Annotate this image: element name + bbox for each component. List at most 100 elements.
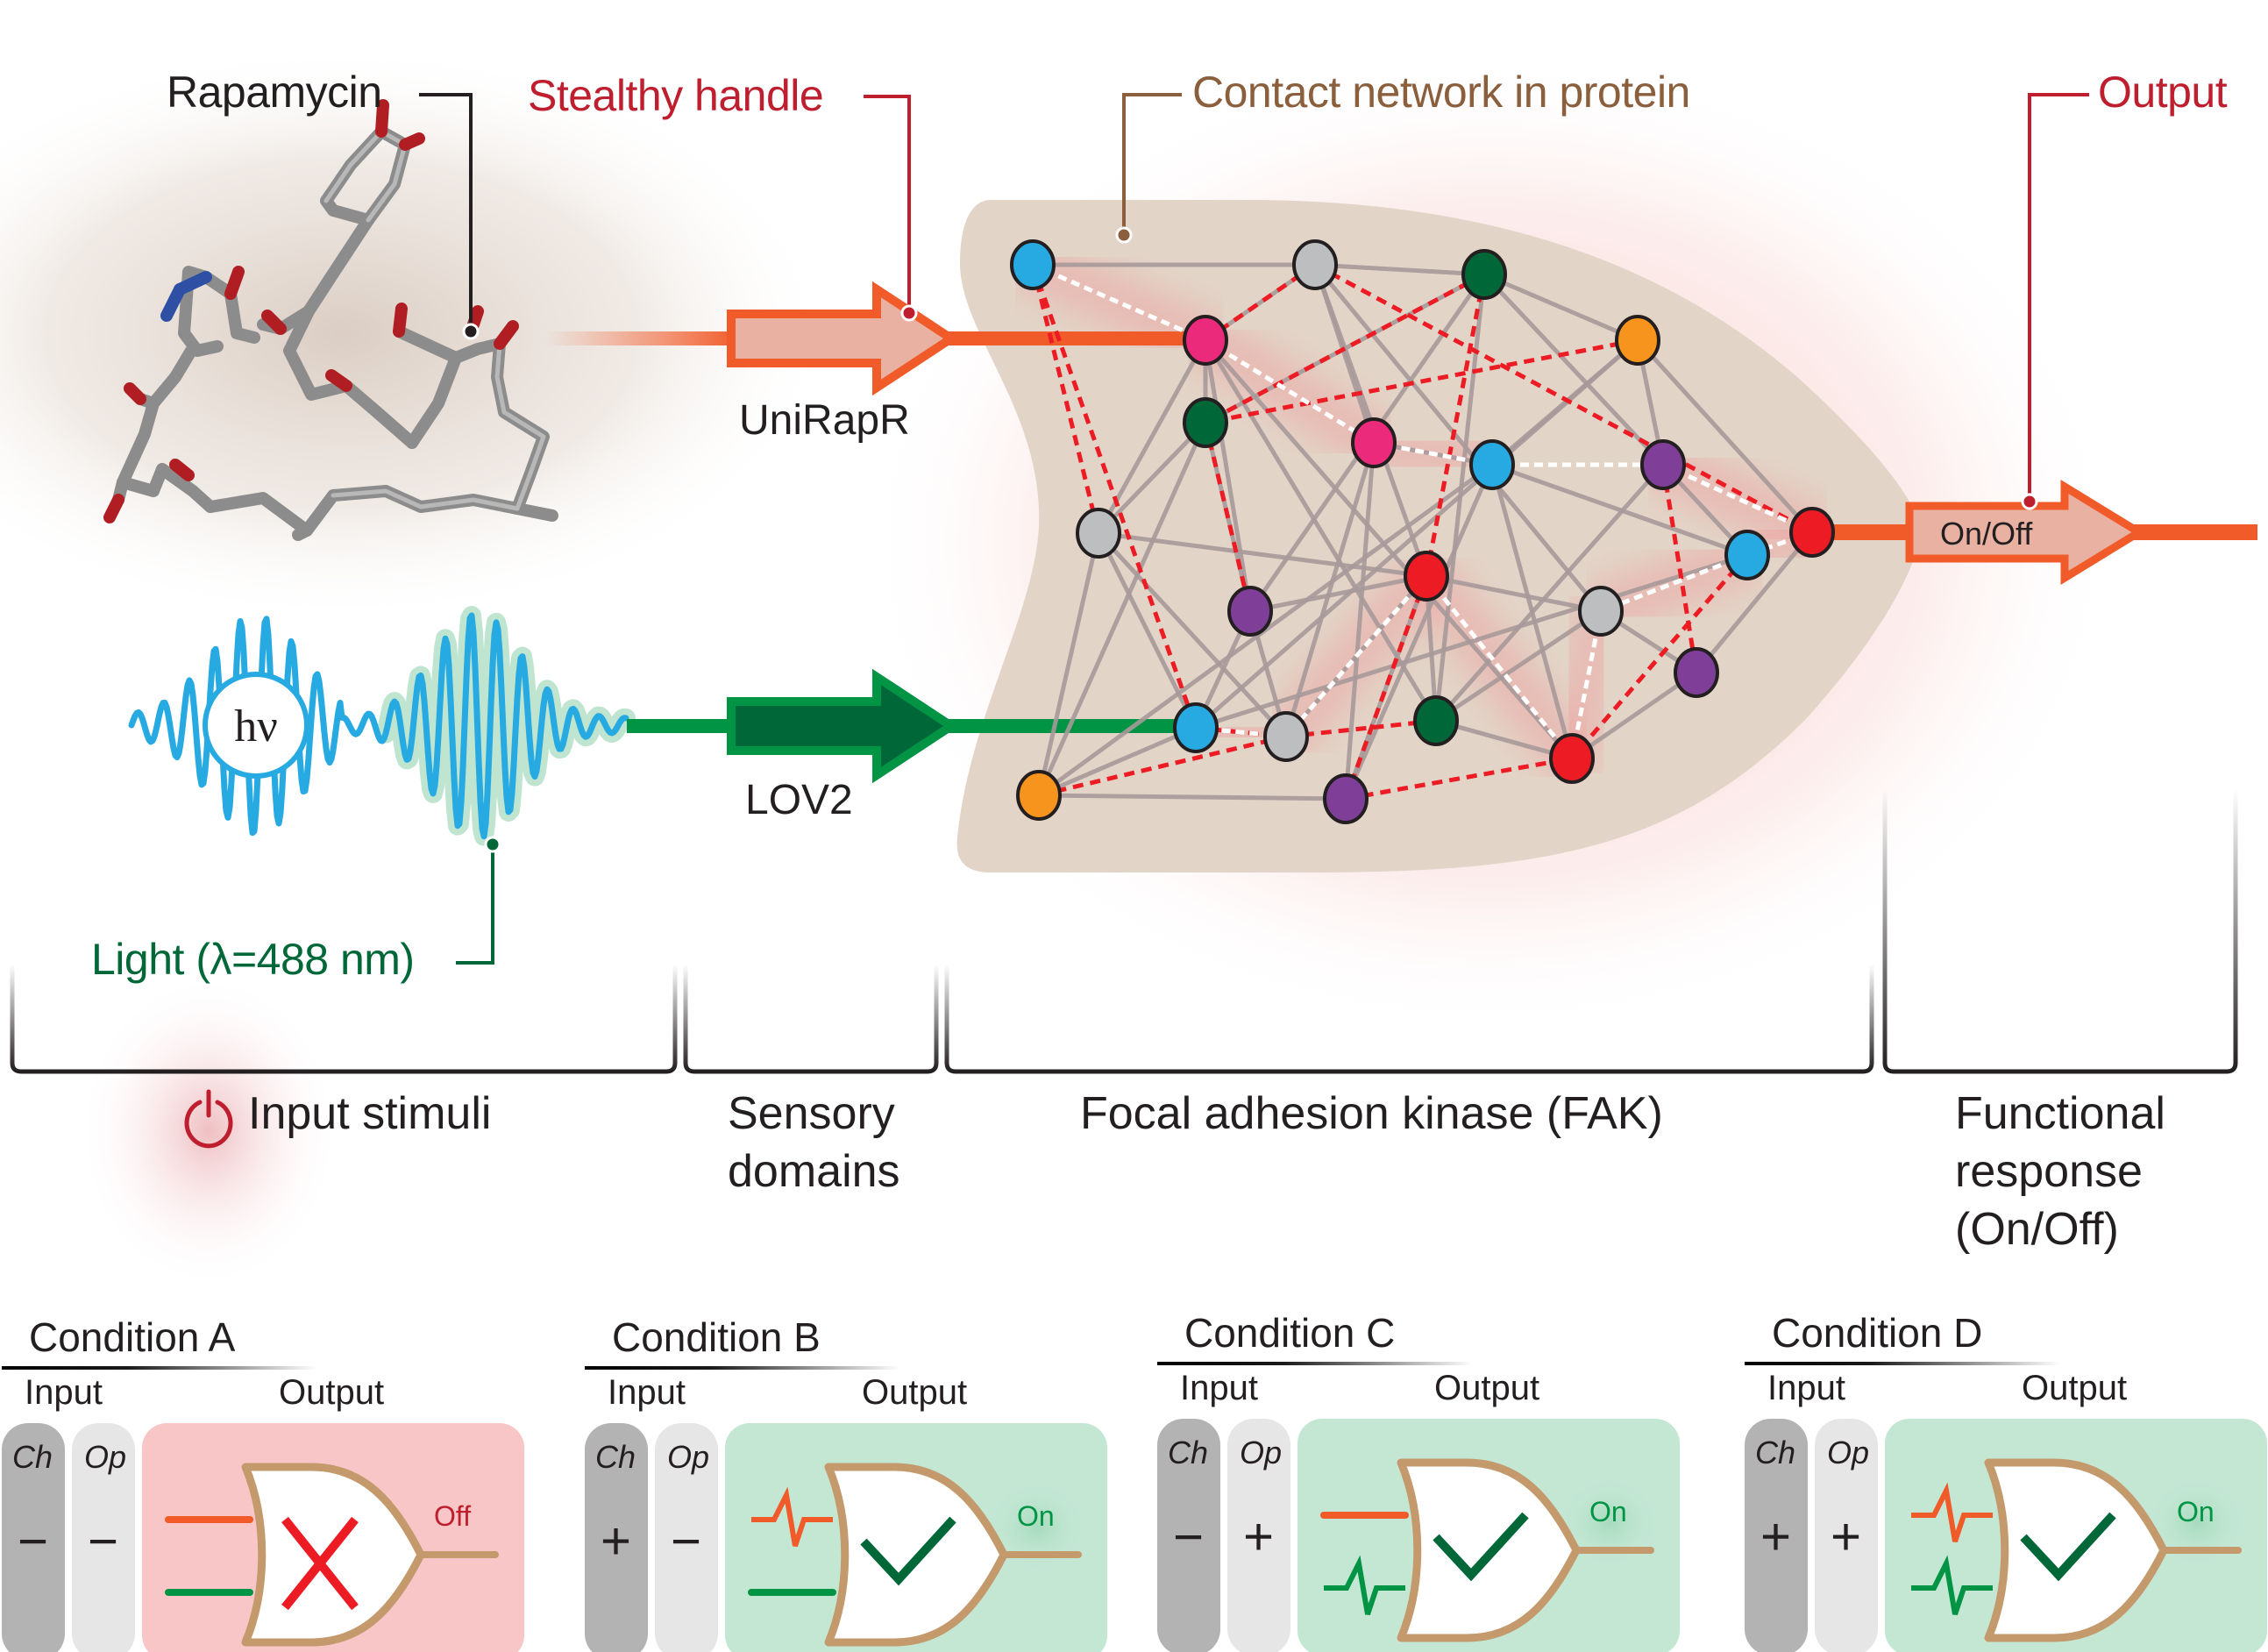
rapamycin-signal-fade xyxy=(548,331,741,345)
residue-node-red xyxy=(1789,507,1835,558)
conditions-group xyxy=(2,1362,2267,1652)
perturbed-edge xyxy=(1204,272,1486,425)
contact-edge xyxy=(1249,573,1427,614)
optical-input-wire xyxy=(1324,1555,1405,1615)
output-label: Output xyxy=(2098,68,2228,117)
condition-rule xyxy=(2,1366,317,1370)
chemical-input-wire xyxy=(751,1486,833,1547)
contact-edge xyxy=(1038,725,1197,798)
contact-edge xyxy=(1482,273,1665,466)
ch-input-pill xyxy=(1745,1419,1808,1652)
perturbed-edge xyxy=(1345,756,1573,801)
perturbed-edge xyxy=(1038,734,1287,798)
condition-rule xyxy=(1157,1362,1473,1365)
optical-input-wire xyxy=(1911,1555,1993,1615)
contact-edge xyxy=(1313,263,1603,613)
gate-result-label: On xyxy=(2177,1496,2215,1527)
on-glow xyxy=(2144,1474,2250,1570)
section-sensory-line1: Sensory xyxy=(728,1088,895,1139)
stealthy-handle-callout-line xyxy=(864,95,911,311)
section-input-stimuli: Input stimuli xyxy=(248,1085,491,1143)
ch-sign: + xyxy=(1760,1507,1792,1566)
section-functional-response: Functional response (On/Off) xyxy=(1955,1085,2165,1258)
ch-sign: + xyxy=(601,1512,632,1570)
contact-network-callout-line xyxy=(1122,93,1182,235)
condition-title: Condition C xyxy=(1184,1310,1396,1356)
on-glow xyxy=(1557,1474,1662,1570)
x-mark-icon xyxy=(281,1516,359,1611)
contact-edge xyxy=(1036,421,1208,797)
power-glow xyxy=(77,973,340,1289)
condition-panel-b xyxy=(585,1366,1107,1652)
contact-edge xyxy=(1491,462,1748,558)
condition-title: Condition A xyxy=(29,1314,236,1360)
gate-result-label: On xyxy=(1589,1496,1627,1527)
bracket-sensory-domains xyxy=(683,965,939,1074)
op-sign: − xyxy=(88,1512,119,1570)
bracket-input-stimuli xyxy=(10,965,678,1074)
op-input-pill xyxy=(655,1423,718,1652)
condition-rule xyxy=(585,1366,900,1370)
output-callout-dot-front xyxy=(2021,493,2038,510)
ch-input-pill xyxy=(2,1423,65,1652)
rapamycin-callout-dot xyxy=(462,323,480,340)
residue-node-pink xyxy=(1183,315,1228,366)
contact-edge xyxy=(1203,339,1253,612)
section-sensory-line2: domains xyxy=(728,1146,900,1197)
contact-edge xyxy=(1570,670,1698,761)
residue-node-purple xyxy=(1227,586,1273,637)
ch-label: Ch xyxy=(1168,1435,1209,1470)
on-glow xyxy=(985,1478,1090,1575)
allosteric-path-edge xyxy=(1284,574,1428,738)
ch-input-pill xyxy=(1157,1419,1220,1652)
perturbed-edge xyxy=(1205,338,1639,425)
gate-result-label: Off xyxy=(434,1500,472,1532)
ch-input-pill xyxy=(585,1423,648,1652)
contact-edge xyxy=(1036,532,1101,796)
allosteric-path-edge xyxy=(1600,552,1748,614)
input-header: Input xyxy=(1180,1369,1258,1407)
rapamycin-label: Rapamycin xyxy=(167,68,382,117)
residue-node-blue xyxy=(1469,439,1515,490)
residue-node-blue xyxy=(1010,239,1056,290)
perturbed-edge xyxy=(1030,264,1101,534)
op-label: Op xyxy=(667,1439,710,1475)
contact-edge xyxy=(1435,718,1573,761)
residue-node-green xyxy=(1183,397,1228,448)
on-off-arrow xyxy=(1905,479,2147,586)
ch-label: Ch xyxy=(595,1439,636,1475)
residue-node-blue xyxy=(1173,702,1219,753)
contact-edge xyxy=(1097,421,1207,535)
contact-edge xyxy=(1636,338,1814,534)
contact-network-callout-dot xyxy=(1115,226,1133,244)
op-sign: + xyxy=(1243,1507,1275,1566)
op-input-pill xyxy=(1227,1419,1290,1652)
contact-edge xyxy=(1434,609,1603,723)
input-header: Input xyxy=(1767,1369,1845,1407)
section-sensory-domains: Sensory domains xyxy=(728,1085,900,1200)
perturbed-edge xyxy=(1660,464,1699,673)
check-mark-icon xyxy=(860,1516,956,1586)
stealthy-handle-callout-dot xyxy=(900,304,918,322)
power-icon xyxy=(184,1089,233,1149)
op-input-pill xyxy=(1815,1419,1878,1652)
output-callout-line xyxy=(2028,93,2089,498)
contact-edge xyxy=(1343,463,1495,801)
contact-edge xyxy=(1695,530,1814,674)
contact-edge xyxy=(1343,442,1376,800)
ch-label: Ch xyxy=(12,1439,53,1475)
allosteric-path-edge xyxy=(1569,610,1603,759)
bracket-functional-response xyxy=(1882,789,2238,1074)
perturbed-edge xyxy=(1424,274,1487,577)
rapamycin-molecule xyxy=(103,99,558,541)
allosteric-path-edge xyxy=(1425,574,1574,760)
residue-node-red xyxy=(1549,733,1595,784)
hv-label: hν xyxy=(234,701,278,751)
section-input-stimuli-label: Input stimuli xyxy=(248,1088,492,1139)
hv-photon-circle xyxy=(203,672,309,779)
lov2-arrow xyxy=(727,668,960,784)
light-callout-line xyxy=(456,849,494,965)
perturbed-edge xyxy=(1030,264,1198,729)
contact-network-label: Contact network in protein xyxy=(1192,68,1690,117)
residue-node-orange xyxy=(1615,315,1660,366)
